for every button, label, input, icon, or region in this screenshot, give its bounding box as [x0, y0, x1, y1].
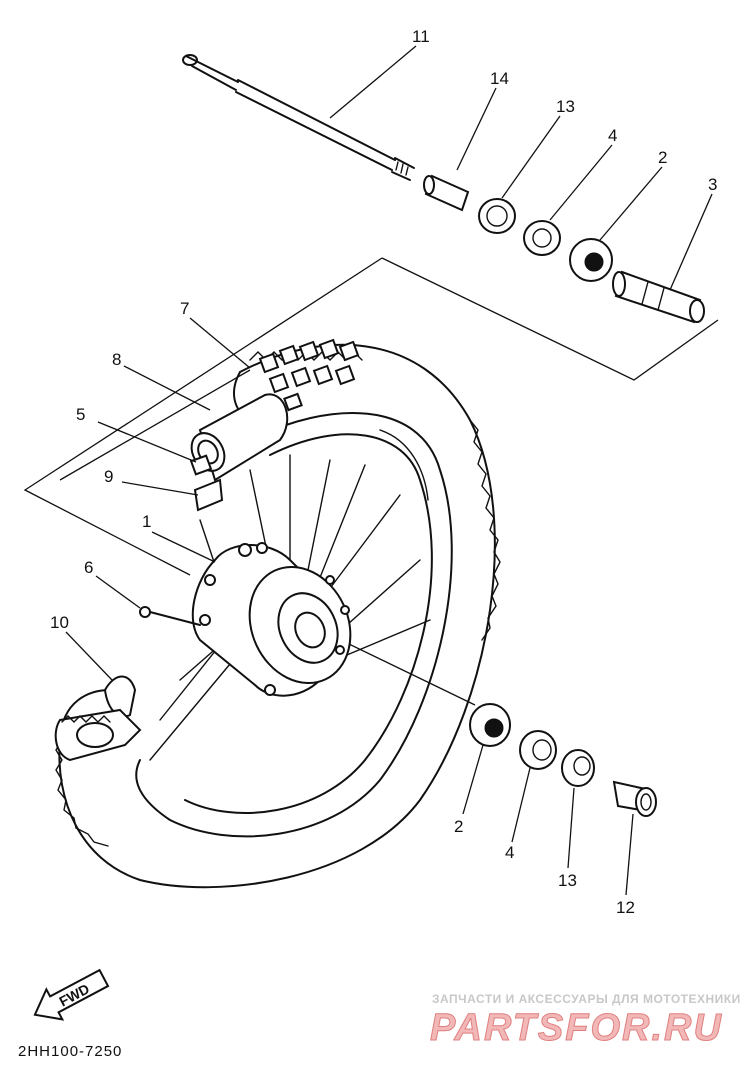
tire-tread-blocks — [258, 338, 360, 412]
watermark: ЗАПЧАСТИ И АКСЕССУАРЫ ДЛЯ МОТОТЕХНИКИ PA… — [430, 992, 741, 1050]
leader-lines — [65, 45, 713, 896]
part-valve-nut-5 — [189, 454, 213, 476]
part-speedo-gear-10 — [54, 675, 142, 762]
callout-3: 3 — [708, 175, 717, 194]
part-oil-seal-13-lower — [561, 749, 595, 787]
part-spacer-4-lower — [519, 730, 557, 770]
callout-2-upper: 2 — [658, 148, 667, 167]
callout-11: 11 — [412, 27, 430, 46]
part-oil-seal-13-upper — [478, 198, 516, 234]
watermark-brand: PARTSFOR.RU — [430, 1007, 723, 1049]
callout-10: 10 — [50, 613, 69, 632]
callout-12: 12 — [616, 898, 635, 917]
part-collar-12 — [612, 780, 657, 817]
callout-4-upper: 4 — [608, 126, 617, 145]
watermark-tagline: ЗАПЧАСТИ И АКСЕССУАРЫ ДЛЯ МОТОТЕХНИКИ — [432, 992, 741, 1006]
fwd-arrow: FWD — [33, 968, 110, 1021]
drawing-code: 2HH100-7250 — [18, 1043, 122, 1060]
part-collar-14 — [423, 174, 470, 212]
part-axle — [182, 54, 415, 181]
callout-14: 14 — [490, 69, 509, 88]
wheel-assembly — [55, 338, 501, 889]
part-valve-cap-9 — [193, 478, 224, 512]
callout-5: 5 — [76, 405, 85, 424]
part-spacer-4-upper — [523, 220, 561, 256]
part-hub — [191, 542, 352, 697]
assembly-outline — [23, 257, 719, 706]
part-bearing-2-lower — [469, 703, 511, 747]
part-bearing-2-upper — [569, 238, 613, 282]
callout-13-upper: 13 — [556, 97, 575, 116]
callout-13-lower: 13 — [558, 871, 577, 890]
callout-1: 1 — [142, 512, 151, 531]
part-6 — [139, 606, 201, 626]
callout-labels: 11 14 13 4 2 3 7 8 5 9 1 6 10 2 4 13 12 — [50, 27, 717, 917]
callout-7: 7 — [180, 299, 189, 318]
callout-9: 9 — [104, 467, 113, 486]
callout-2-lower: 2 — [454, 817, 463, 836]
part-spacer-3 — [612, 270, 705, 324]
callout-4-lower: 4 — [505, 843, 514, 862]
callout-6: 6 — [84, 558, 93, 577]
callout-8: 8 — [112, 350, 121, 369]
